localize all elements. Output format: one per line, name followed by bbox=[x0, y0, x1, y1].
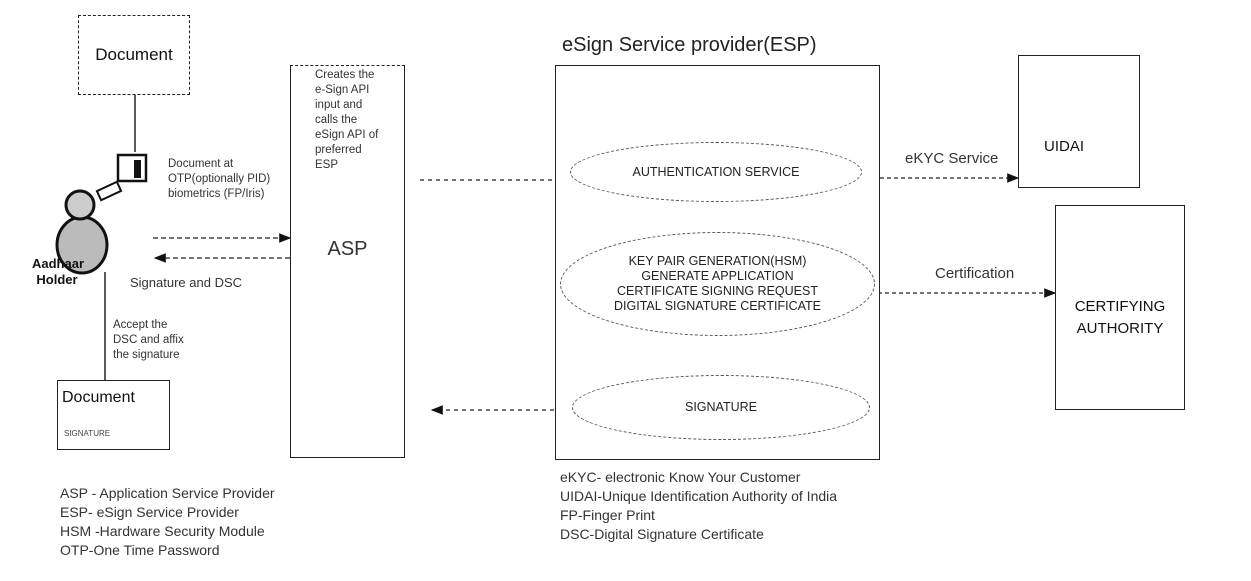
card-reader-icon bbox=[95, 153, 148, 202]
legend-item: FP-Finger Print bbox=[560, 507, 655, 523]
document-signed-label: Document bbox=[62, 389, 135, 406]
signature-service-label: SIGNATURE bbox=[685, 400, 757, 414]
document-signed: Document SIGNATURE bbox=[57, 380, 170, 450]
asp-box: Creates the e-Sign API input and calls t… bbox=[290, 65, 405, 458]
accept-label: Accept the DSC and affix the signature bbox=[113, 319, 184, 361]
legend-right: eKYC- electronic Know Your Customer UIDA… bbox=[560, 468, 837, 544]
legend-item: OTP-One Time Password bbox=[60, 542, 220, 558]
legend-item: DSC-Digital Signature Certificate bbox=[560, 526, 764, 542]
key-gen-line: DIGITAL SIGNATURE CERTIFICATE bbox=[614, 299, 821, 313]
asp-description: Creates the e-Sign API input and calls t… bbox=[315, 69, 379, 171]
legend-item: HSM -Hardware Security Module bbox=[60, 523, 265, 539]
certifying-authority-box: CERTIFYING AUTHORITY bbox=[1055, 205, 1185, 410]
legend-item: ESP- eSign Service Provider bbox=[60, 504, 239, 520]
certification-label: Certification bbox=[935, 265, 1015, 282]
key-gen-line: CERTIFICATE SIGNING REQUEST bbox=[617, 284, 818, 298]
signature-stamp: SIGNATURE bbox=[64, 429, 111, 438]
response-label: Signature and DSC bbox=[130, 275, 243, 290]
request-label: Document at OTP(optionally PID) biometri… bbox=[168, 158, 271, 200]
document-top-label: Document bbox=[95, 45, 173, 64]
legend-item: ASP - Application Service Provider bbox=[60, 485, 275, 501]
esp-title: eSign Service provider(ESP) bbox=[562, 34, 817, 56]
authentication-service-label: AUTHENTICATION SERVICE bbox=[632, 164, 800, 179]
key-gen-line: KEY PAIR GENERATION(HSM) bbox=[628, 254, 807, 268]
key-gen-line: GENERATE APPLICATION bbox=[641, 269, 794, 283]
document-top: Document bbox=[78, 15, 190, 95]
uidai-label: UIDAI bbox=[1043, 138, 1084, 155]
signature-service: SIGNATURE bbox=[572, 375, 870, 440]
authentication-service: AUTHENTICATION SERVICE bbox=[570, 142, 862, 202]
ekyc-label: eKYC Service bbox=[905, 150, 999, 167]
certifying-authority-label: CERTIFYING AUTHORITY bbox=[1074, 297, 1166, 337]
legend-item: UIDAI-Unique Identification Authority of… bbox=[560, 488, 838, 504]
key-generation-service: KEY PAIR GENERATION(HSM) GENERATE APPLIC… bbox=[560, 232, 875, 336]
asp-label: ASP bbox=[327, 238, 368, 260]
uidai-box: UIDAI bbox=[1018, 55, 1140, 188]
legend-item: eKYC- electronic Know Your Customer bbox=[560, 469, 801, 485]
person-icon bbox=[55, 189, 109, 275]
aadhaar-holder-label: Aadhaar Holder bbox=[32, 256, 85, 287]
legend-left: ASP - Application Service Provider ESP- … bbox=[60, 484, 275, 560]
